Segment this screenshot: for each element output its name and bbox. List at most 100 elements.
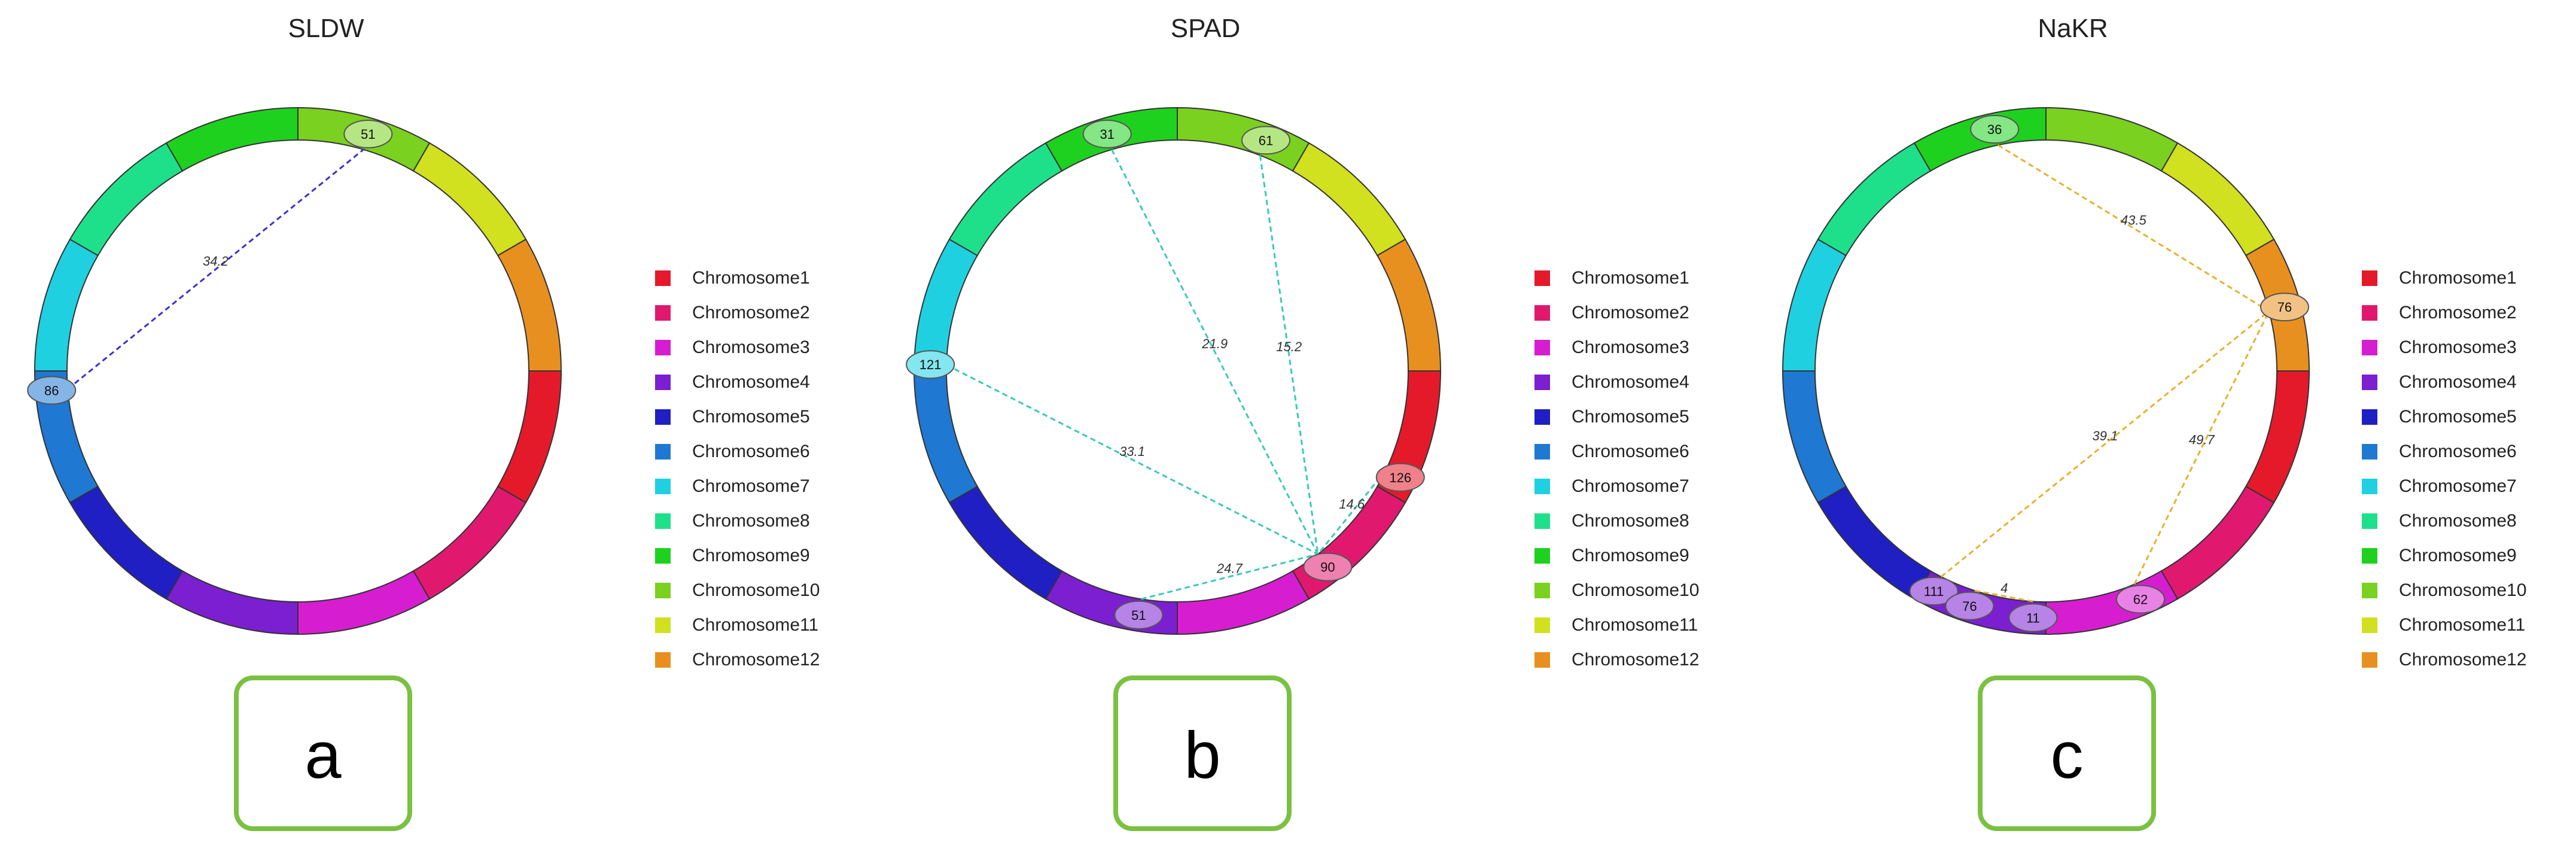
qtl-link-line [2133, 311, 2270, 585]
qtl-node-label: 86 [44, 383, 59, 398]
legend-swatch [1534, 652, 1550, 668]
panel-tag-letter: c [2051, 719, 2084, 792]
legend-label: Chromosome12 [2399, 650, 2526, 670]
legend-item: Chromosome5 [2362, 407, 2517, 427]
qtl-node: 36 [1970, 115, 2020, 144]
qtl-node: 90 [1303, 552, 1353, 582]
legend-swatch [1534, 444, 1550, 460]
legend-swatch [1534, 513, 1550, 529]
ring-segment-chromosome5 [69, 485, 184, 600]
legend-label: Chromosome8 [692, 511, 810, 531]
legend-label: Chromosome4 [2399, 372, 2517, 392]
qtl-node-marker [27, 376, 77, 405]
qtl-node: 31 [1082, 120, 1132, 149]
legend-label: Chromosome1 [2399, 268, 2517, 288]
legend-swatch [1534, 409, 1550, 425]
qtl-link-line [67, 148, 364, 390]
qtl-node-marker [1303, 552, 1353, 582]
legend-label: Chromosome8 [2399, 511, 2517, 531]
legend-label: Chromosome7 [2399, 476, 2517, 496]
legend-swatch [2362, 479, 2377, 494]
legend-swatch [655, 583, 671, 598]
legend-swatch [2362, 409, 2377, 425]
legend-swatch [655, 305, 671, 321]
legend-item: Chromosome3 [1534, 337, 1689, 357]
qtl-node: 11 [2008, 603, 2058, 632]
legend: Chromosome1Chromosome2Chromosome3Chromos… [1534, 268, 1699, 670]
legend-item: Chromosome4 [655, 372, 810, 392]
qtl-node: 86 [27, 376, 77, 405]
qtl-node-marker [1114, 600, 1164, 629]
legend-item: Chromosome7 [1534, 476, 1689, 496]
qtl-node: 51 [343, 120, 393, 149]
qtl-node-label: 126 [1389, 470, 1411, 485]
legend-swatch [655, 479, 671, 494]
link-distance-label: 21.9 [1201, 336, 1228, 351]
legend-label: Chromosome4 [692, 372, 810, 392]
legend-item: Chromosome7 [2362, 476, 2517, 496]
legend-swatch [2362, 270, 2377, 286]
legend-label: Chromosome11 [692, 615, 818, 635]
legend-swatch [655, 617, 671, 633]
ring-segment-chromosome7 [34, 238, 99, 372]
ring-segment-chromosome11 [412, 142, 527, 257]
legend-item: Chromosome11 [1534, 615, 1698, 635]
legend-item: Chromosome7 [655, 476, 810, 496]
legend-swatch [655, 409, 671, 425]
legend-label: Chromosome11 [2399, 615, 2525, 635]
legend-swatch [655, 652, 671, 668]
qtl-link-line [1317, 470, 1387, 555]
legend-label: Chromosome9 [2399, 546, 2517, 565]
legend-label: Chromosome10 [2399, 580, 2526, 600]
legend-swatch [2362, 375, 2377, 390]
legend-item: Chromosome10 [655, 580, 820, 600]
panel-tag: b [1113, 676, 1292, 831]
legend-swatch [655, 270, 671, 286]
qtl-node: 121 [906, 350, 955, 379]
legend-label: Chromosome6 [692, 442, 810, 461]
ring-segment-chromosome9 [165, 107, 299, 172]
legend-item: Chromosome5 [655, 407, 810, 427]
legend-item: Chromosome12 [1534, 650, 1699, 670]
legend-item: Chromosome5 [1534, 407, 1689, 427]
ring-segment-chromosome4 [165, 570, 299, 635]
panel-a: SLDW34.25186Chromosome1Chromosome2Chromo… [27, 14, 820, 831]
qtl-node-label: 31 [1100, 127, 1114, 142]
legend-label: Chromosome2 [1572, 303, 1689, 322]
qtl-node: 111 [1909, 576, 1959, 606]
legend-item: Chromosome9 [2362, 546, 2517, 565]
legend-label: Chromosome2 [692, 303, 810, 322]
legend-item: Chromosome1 [2362, 268, 2517, 288]
ring-segment-chromosome12 [497, 238, 562, 372]
qtl-node: 61 [1241, 126, 1291, 155]
qtl-node-label: 111 [1924, 584, 1944, 599]
legend-item: Chromosome10 [2362, 580, 2526, 600]
link-distance-label: 43.5 [2121, 212, 2147, 227]
link-distance-label: 15.2 [1276, 339, 1302, 354]
qtl-nodes: 51 86 [27, 120, 393, 405]
legend-item: Chromosome2 [2362, 303, 2517, 322]
ring-segment-chromosome5 [948, 485, 1063, 600]
legend-item: Chromosome11 [655, 615, 818, 635]
ring-segment-chromosome2 [2160, 485, 2275, 600]
link-lines: 34.2 [67, 148, 364, 390]
qtl-node-marker [1082, 120, 1132, 149]
legend-swatch [2362, 652, 2377, 668]
legend-label: Chromosome2 [2399, 303, 2517, 322]
legend-swatch [655, 444, 671, 460]
legend-label: Chromosome3 [1572, 337, 1689, 357]
chromosome-ring [34, 107, 562, 635]
legend-swatch [1534, 479, 1550, 494]
qtl-node-label: 62 [2133, 592, 2148, 607]
legend-item: Chromosome1 [655, 268, 810, 288]
legend-item: Chromosome10 [1534, 580, 1699, 600]
qtl-link-line [1259, 155, 1319, 555]
legend-label: Chromosome5 [2399, 407, 2517, 427]
legend-item: Chromosome8 [2362, 511, 2517, 531]
ring-segment-chromosome1 [497, 370, 562, 504]
qtl-node-label: 11 [2026, 610, 2040, 625]
legend-swatch [2362, 513, 2377, 529]
legend-item: Chromosome4 [2362, 372, 2517, 392]
